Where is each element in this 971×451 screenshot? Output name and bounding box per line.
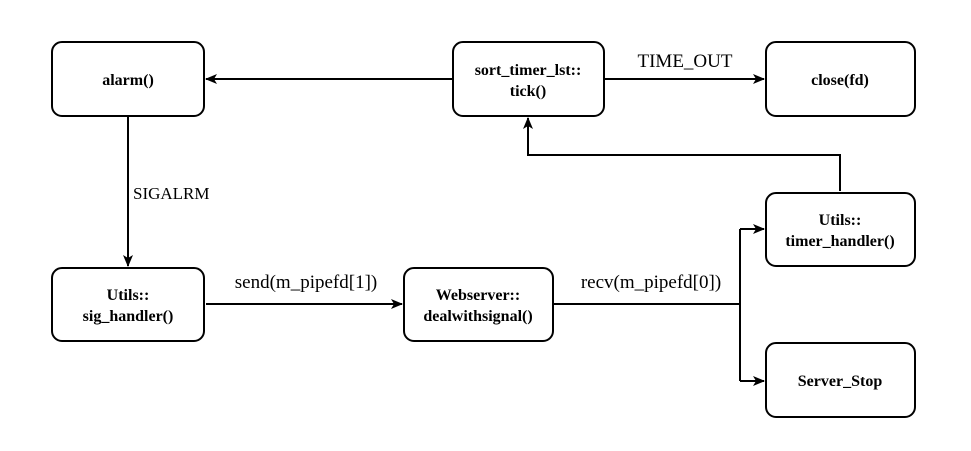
edge-label-sigalrm: SIGALRM [133,184,210,203]
node-server-stop-label: Server_Stop [798,373,883,390]
node-sort-timer-tick-line2: tick() [510,83,546,100]
node-utils-timer-handler-line1: Utils:: [819,212,862,229]
node-utils-timer-handler-line2: timer_handler() [785,233,894,250]
node-sort-timer-tick-line1: sort_timer_lst:: [475,62,582,79]
node-server-stop: Server_Stop [765,342,916,418]
edges: TIME_OUT SIGALRM send(m_pipefd[1]) recv(… [123,51,841,386]
node-close-fd: close(fd) [765,41,916,117]
node-webserver-dealwithsignal-line2: dealwithsignal() [423,308,532,325]
edge-label-send: send(m_pipefd[1]) [235,272,377,293]
node-utils-sig-handler-line1: Utils:: [107,287,150,304]
node-alarm-label: alarm() [102,72,154,89]
node-webserver-dealwithsignal: Webserver:: dealwithsignal() [403,267,554,342]
node-utils-sig-handler: Utils:: sig_handler() [51,267,205,342]
node-utils-timer-handler: Utils:: timer_handler() [765,192,916,267]
edge-label-recv: recv(m_pipefd[0]) [581,272,721,293]
node-alarm: alarm() [51,41,205,117]
node-sort-timer-tick: sort_timer_lst:: tick() [452,41,605,117]
edge-label-time-out: TIME_OUT [638,51,733,72]
node-close-fd-label: close(fd) [811,72,869,89]
edge-timer-handler-to-tick [523,117,841,191]
node-webserver-dealwithsignal-line1: Webserver:: [436,287,520,304]
node-utils-sig-handler-line2: sig_handler() [83,308,174,325]
